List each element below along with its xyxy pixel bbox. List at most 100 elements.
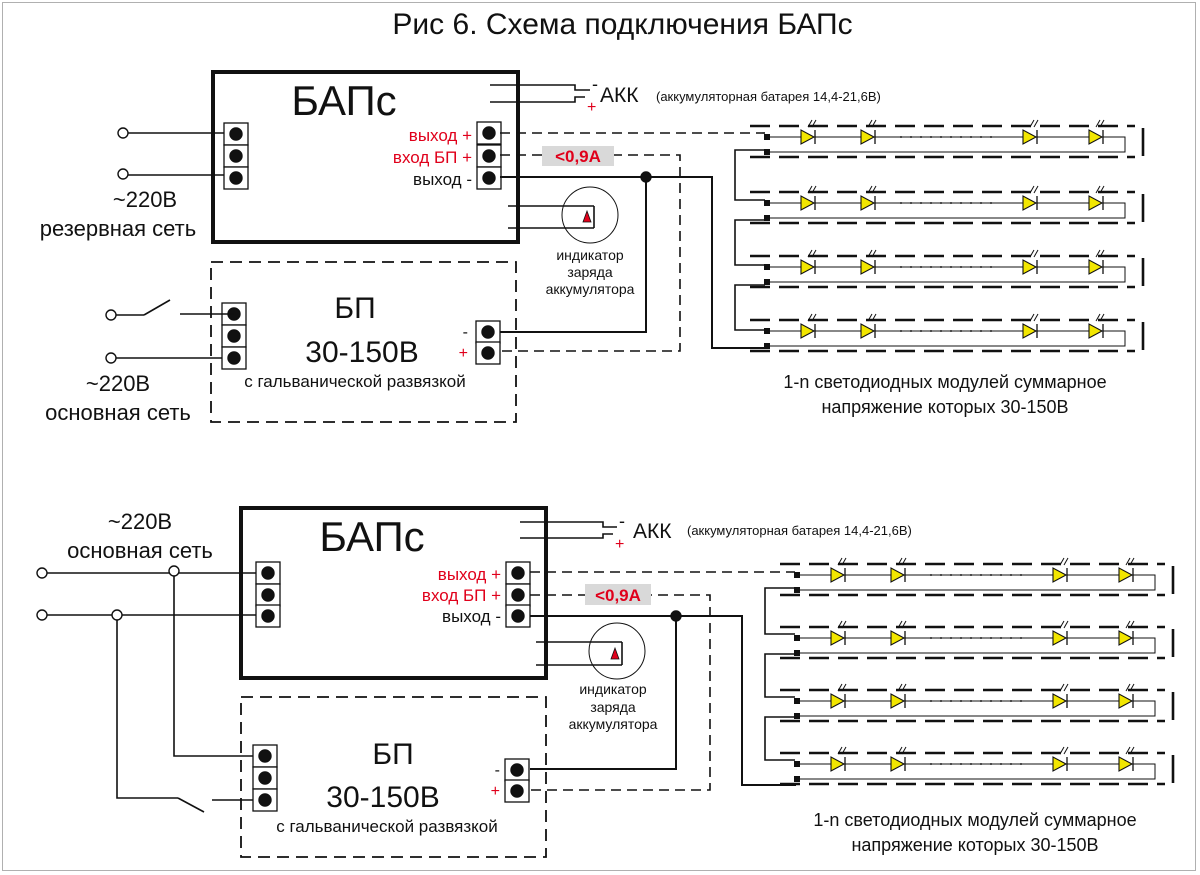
led-ray [1129, 683, 1135, 692]
current-badge-bottom [585, 584, 651, 605]
junction-dot-bottom [670, 610, 682, 622]
led-ray [1095, 249, 1101, 258]
led-body [1052, 567, 1068, 583]
led-body [1088, 195, 1104, 211]
led-icon [1022, 119, 1039, 145]
led-body [1118, 630, 1134, 646]
led-icon [1052, 683, 1069, 709]
mains-tap-bottom [168, 565, 180, 577]
bp-box-top [210, 261, 517, 423]
led-ray [1099, 185, 1105, 194]
out-plus-label-top: выход + [409, 126, 472, 145]
led-body [1052, 630, 1068, 646]
led-ray [901, 746, 907, 755]
led-ray [1029, 249, 1035, 258]
indicator-text-bottom: заряда [590, 699, 636, 715]
module-pin [764, 134, 770, 140]
led-module-bottom-1 [780, 562, 1175, 597]
led-body [830, 756, 846, 772]
led-body [830, 630, 846, 646]
switch-lever-top [143, 299, 171, 316]
led-ray [897, 683, 903, 692]
akk-plus-top: + [587, 99, 596, 116]
module-link-top [734, 219, 765, 266]
led-ray [841, 746, 847, 755]
led-ray [1129, 620, 1135, 629]
led-icon [830, 746, 847, 772]
akk-plus-bottom: + [615, 536, 624, 553]
led-ray [897, 557, 903, 566]
led-icon [890, 620, 907, 646]
out-minus-wire-top [500, 176, 765, 349]
led-body [1088, 323, 1104, 339]
akk-minus-top: - [592, 74, 598, 94]
led-ray [811, 249, 817, 258]
indicator-circle-bottom [588, 622, 646, 680]
led-ray [897, 620, 903, 629]
led-module-top-4 [750, 318, 1145, 353]
out-minus-wire-bottom [530, 615, 796, 786]
led-ray [807, 185, 813, 194]
akk-minus-bottom: - [619, 511, 625, 531]
led-ray [807, 119, 813, 128]
indicator-text-top: заряда [567, 264, 613, 280]
led-ray [1033, 185, 1039, 194]
led-body [1052, 756, 1068, 772]
mains-terminal-top [105, 352, 117, 364]
bp-in-terminal-screw [258, 749, 272, 763]
led-body [1118, 756, 1134, 772]
led-ray [1059, 557, 1065, 566]
bp-minus-top: - [463, 324, 468, 341]
led-icon [890, 557, 907, 583]
led-body [830, 693, 846, 709]
led-icon [1022, 185, 1039, 211]
led-icon [1118, 683, 1135, 709]
module-link-bottom [764, 653, 795, 698]
led-module-bottom-4 [780, 751, 1175, 786]
led-ray [807, 313, 813, 322]
bp-voltage-bottom: 30-150В [326, 781, 439, 814]
led-body [890, 630, 906, 646]
junction-dot-top [640, 171, 652, 183]
led-ray [867, 249, 873, 258]
bp-out-plus-terminal-screw [510, 784, 524, 798]
bp-voltage-top: 30-150В [305, 336, 418, 369]
bp-in-terminal-screw [227, 351, 241, 365]
led-ray [867, 119, 873, 128]
led-ray [901, 620, 907, 629]
led-icon [890, 683, 907, 709]
bp-feed-wire-bottom [173, 576, 253, 757]
led-ray [1129, 746, 1135, 755]
baps-in-terminal-screw [229, 127, 243, 141]
akk-wire-bottom [520, 521, 617, 528]
led-ray [871, 119, 877, 128]
led-module-bottom-3 [780, 688, 1175, 723]
module-trace [770, 266, 1126, 283]
in-bp-label-bottom: вход БП + [422, 586, 501, 605]
led-icon [1088, 119, 1105, 145]
indicator-text-top: индикатор [556, 247, 623, 263]
led-icon [830, 557, 847, 583]
led-body [860, 195, 876, 211]
led-icon [1088, 185, 1105, 211]
module-trace [770, 330, 1126, 347]
module-link-bottom [764, 716, 795, 761]
led-icon [860, 119, 877, 145]
out-minus-label-top: выход - [413, 170, 472, 189]
led-ray [841, 620, 847, 629]
akk-wire-bottom [520, 533, 613, 539]
led-ray [1059, 620, 1065, 629]
baps-out-minus-terminal-screw [511, 609, 525, 623]
led-icon [800, 249, 817, 275]
led-body [1052, 693, 1068, 709]
mains-terminal-top [117, 168, 129, 180]
led-module-top-1 [750, 124, 1145, 159]
led-ray [1029, 185, 1035, 194]
led-body [860, 129, 876, 145]
module-pin [764, 215, 770, 221]
led-icon [1118, 620, 1135, 646]
module-pin [794, 572, 800, 578]
indicator-circle-top [561, 186, 619, 244]
led-body [1022, 195, 1038, 211]
